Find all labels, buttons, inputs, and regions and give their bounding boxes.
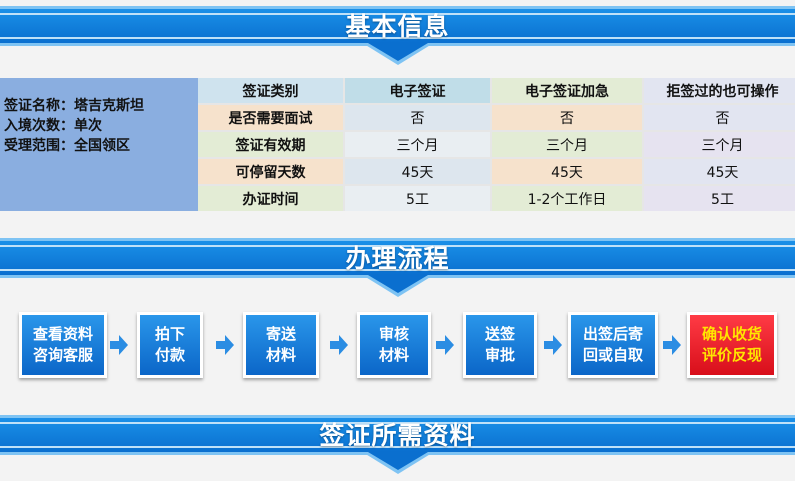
step-submit-approval[interactable]: 送签审批 <box>463 312 537 378</box>
visa-scope: 受理范围：全国领区 <box>4 138 130 154</box>
step-return-or-pickup[interactable]: 出签后寄回或自取 <box>568 312 658 378</box>
header-evisa: 电子签证 <box>345 78 490 103</box>
header-refused-ok: 拒签过的也可操作 <box>644 78 795 103</box>
arrow-right-icon <box>663 335 681 355</box>
table-cell: 否 <box>345 105 490 130</box>
section-title-basic-info: 基本信息 <box>345 12 450 41</box>
step-send-materials[interactable]: 寄送材料 <box>243 312 319 378</box>
section-title-process: 办理流程 <box>345 244 450 273</box>
table-cell: 5工 <box>345 186 490 211</box>
banner-pointer-inner <box>367 43 428 61</box>
banner-pointer-inner <box>367 275 428 293</box>
section-title-materials: 签证所需资料 <box>319 421 476 450</box>
section-banner-basic-info: 基本信息 <box>0 6 795 65</box>
table-cell: 三个月 <box>492 132 642 157</box>
table-cell: 45天 <box>492 159 642 184</box>
row-label-stay: 可停留天数 <box>198 159 343 184</box>
visa-info-table: 签证类别 电子签证 电子签证加急 拒签过的也可操作 是否需要面试 否 否 否 签… <box>198 78 795 211</box>
arrow-right-icon <box>436 335 454 355</box>
section-banner-process: 办理流程 <box>0 238 795 297</box>
step-view-info[interactable]: 查看资料咨询客服 <box>19 312 107 378</box>
table-cell: 三个月 <box>644 132 795 157</box>
row-label-processing: 办证时间 <box>198 186 343 211</box>
table-cell: 否 <box>492 105 642 130</box>
step-review-materials[interactable]: 审核材料 <box>357 312 431 378</box>
table-cell: 否 <box>644 105 795 130</box>
table-cell: 5工 <box>644 186 795 211</box>
table-cell: 45天 <box>644 159 795 184</box>
table-cell: 三个月 <box>345 132 490 157</box>
row-label-validity: 签证有效期 <box>198 132 343 157</box>
arrow-right-icon <box>544 335 562 355</box>
header-evisa-express: 电子签证加急 <box>492 78 642 103</box>
header-category: 签证类别 <box>198 78 343 103</box>
step-confirm-review[interactable]: 确认收货评价反现 <box>687 312 777 378</box>
table-cell: 1-2个工作日 <box>492 186 642 211</box>
banner-pointer-inner <box>367 452 428 470</box>
step-pay[interactable]: 拍下付款 <box>137 312 203 378</box>
visa-summary-panel: 签证名称：塔吉克斯坦 入境次数：单次 受理范围：全国领区 <box>0 78 198 211</box>
arrow-right-icon <box>330 335 348 355</box>
table-cell: 45天 <box>345 159 490 184</box>
visa-entries: 入境次数：单次 <box>4 118 102 134</box>
row-label-interview: 是否需要面试 <box>198 105 343 130</box>
arrow-right-icon <box>110 335 128 355</box>
visa-name: 签证名称：塔吉克斯坦 <box>4 98 144 114</box>
arrow-right-icon <box>216 335 234 355</box>
section-banner-materials: 签证所需资料 <box>0 415 795 474</box>
